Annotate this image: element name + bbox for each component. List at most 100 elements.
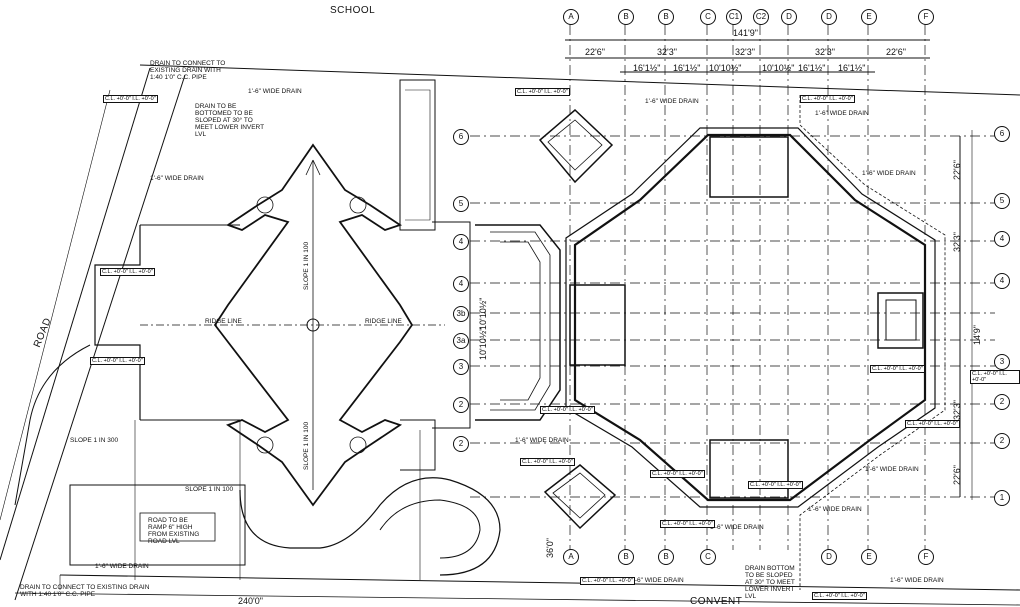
wide-drain-label: 1'-6" WIDE DRAIN [808, 506, 862, 513]
top-annex [399, 79, 436, 231]
grid-bubble-top-1: A [563, 9, 579, 25]
level-tag: C.L. +0'-0" I.L. +0'-0" [580, 577, 635, 585]
grid-bubble-bottom-5: D [821, 549, 837, 565]
grid-bubble-right-1: 6 [994, 126, 1010, 142]
grid-bubble-top-2: B [618, 9, 634, 25]
dim-bottom-left: 36'0" [545, 538, 555, 558]
ridge-line-label-left: RIDGE LINE [205, 318, 242, 325]
grid-bubble-top-5: C1 [726, 9, 742, 25]
drain-note-bottom: DRAIN BOTTOM TO BE SLOPED AT 30° TO MEET… [745, 565, 795, 600]
road-ramp-note: ROAD TO BE RAMP 6" HIGH FROM EXISTING RO… [148, 517, 200, 545]
level-tag: C.L. +0'-0" I.L. +0'-0" [515, 88, 570, 96]
road-edge-1 [0, 67, 151, 561]
level-tag: C.L. +0'-0" I.L. +0'-0" [812, 592, 867, 600]
grid-bubble-bottom-2: B [618, 549, 634, 565]
level-tag: C.L. +0'-0" I.L. +0'-0" [90, 357, 145, 365]
west-steps [475, 224, 561, 421]
dim-left-small-2: 10'10½" [478, 327, 488, 360]
dim-top-seg-1: 22'6" [585, 47, 605, 57]
wide-drain-label: 1'-6" WIDE DRAIN [95, 563, 149, 570]
grid-bubble-right-7: 2 [994, 433, 1010, 449]
grid-bubble-top-3: B [658, 9, 674, 25]
grid-bubble-right-4: 4 [994, 273, 1010, 289]
grid-bubble-bottom-7: F [918, 549, 934, 565]
wide-drain-label: 1'-6" WIDE DRAIN [248, 88, 302, 95]
dim-right-4: 32'3" [952, 400, 962, 420]
main-building-outline [573, 133, 927, 502]
top-boundary-line [139, 64, 1020, 96]
level-tag: C.L. +0'-0" I.L. +0'-0" [540, 406, 595, 414]
level-tag: C.L. +0'-0" I.L. +0'-0" [650, 470, 705, 478]
dim-bottom-overall: 240'0" [238, 596, 263, 606]
dim-top-seg-4: 32'3" [815, 47, 835, 57]
slope-small-label: SLOPE 1 IN 100 [185, 486, 234, 493]
dim-right-3: 14'9" [972, 325, 982, 345]
bottom-boundary-line [59, 574, 1020, 591]
grid-bubble-top-9: E [861, 9, 877, 25]
road-edge-2 [14, 74, 186, 601]
level-tag: C.L. +0'-0" I.L. +0'-0" [103, 95, 158, 103]
grid-bubble-right-3: 4 [994, 231, 1010, 247]
grid-bubble-left-7: 3 [453, 359, 469, 375]
grid-bubble-right-2: 5 [994, 193, 1010, 209]
level-tag: C.L. +0'-0" I.L. +0'-0" [870, 365, 925, 373]
ridge-line-label-right: RIDGE LINE [365, 318, 402, 325]
dim-overall-top: 141'9" [733, 28, 758, 38]
level-tag: C.L. +0'-0" I.L. +0'-0" [748, 481, 803, 489]
wide-drain-label: 1'-6" WIDE DRAIN [890, 577, 944, 584]
grid-bubble-left-4: 4 [453, 276, 469, 292]
convent-label: CONVENT [690, 596, 743, 607]
dim-top-sub-3: 10'10½" [709, 63, 742, 73]
grid-bubble-left-5: 3b [453, 306, 469, 322]
school-label: SCHOOL [330, 5, 376, 16]
dim-top-sub-2: 16'1½" [673, 63, 701, 73]
drain-note-top: DRAIN TO BE BOTTOMED TO BE SLOPED AT 30°… [195, 103, 264, 138]
dim-left-small-1: 10'10½" [478, 297, 488, 330]
slope-left-label: SLOPE 1 IN 300 [70, 437, 119, 444]
drain-connect-note-top: DRAIN TO CONNECT TO EXISTING DRAIN WITH … [150, 60, 226, 81]
dim-top-seg-5: 22'6" [886, 47, 906, 57]
level-tag: C.L. +0'-0" I.L. +0'-0" [905, 420, 960, 428]
grid-bubble-top-4: C [700, 9, 716, 25]
dim-top-sub-6: 16'1½" [838, 63, 866, 73]
wide-drain-label: 1'-6" WIDE DRAIN [815, 110, 869, 117]
grid-bubble-left-1: 6 [453, 129, 469, 145]
dim-top-sub-5: 16'1½" [798, 63, 826, 73]
grid-bubble-left-8: 2 [453, 397, 469, 413]
dim-right-1: 22'6" [952, 160, 962, 180]
grid-bubble-left-9: 2 [453, 436, 469, 452]
grid-bubble-bottom-6: E [861, 549, 877, 565]
dim-right-2: 32'3" [952, 232, 962, 252]
grid-bubble-top-7: D [781, 9, 797, 25]
wide-drain-label: 1'-6" WIDE DRAIN [630, 577, 684, 584]
driveway-curve [239, 477, 501, 576]
drain-connect-note-bottom: DRAIN TO CONNECT TO EXISTING DRAIN WITH … [20, 584, 150, 598]
grid-bubble-right-5: 3 [994, 354, 1010, 370]
dim-top-sub-1: 16'1½" [633, 63, 661, 73]
grid-bubble-left-3: 4 [453, 234, 469, 250]
dim-top-sub-4: 10'10½" [762, 63, 795, 73]
grid-bubble-left-2: 5 [453, 196, 469, 212]
grid-bubble-bottom-4: C [700, 549, 716, 565]
level-tag: C.L. +0'-0" I.L. +0'-0" [660, 520, 715, 528]
grid-bubble-top-6: C2 [753, 9, 769, 25]
grid-bubble-bottom-1: A [563, 549, 579, 565]
wide-drain-label: 1'-6" WIDE DRAIN [150, 175, 204, 182]
corner-pavilion-bottom [543, 464, 617, 530]
dim-top-seg-3: 32'3" [735, 47, 755, 57]
grid-bubble-right-8: 1 [994, 490, 1010, 506]
level-tag: C.L. +0'-0" I.L. +0'-0" [970, 370, 1020, 384]
level-tag: C.L. +0'-0" I.L. +0'-0" [520, 458, 575, 466]
corner-pavilion-top [538, 108, 614, 184]
wide-drain-label: 1'-6" WIDE DRAIN [515, 437, 569, 444]
grid-bubble-top-8: D [821, 9, 837, 25]
grid-bubble-top-10: F [918, 9, 934, 25]
level-tag: C.L. +0'-0" I.L. +0'-0" [100, 268, 155, 276]
wide-drain-label: 1'-6" WIDE DRAIN [710, 524, 764, 531]
wide-drain-label: 1'-6" WIDE DRAIN [862, 170, 916, 177]
slope-upper-label: SLOPE 1 IN 100 [303, 241, 310, 290]
dim-top-seg-2: 32'3" [657, 47, 677, 57]
cross-shaped-plaza [213, 143, 414, 507]
